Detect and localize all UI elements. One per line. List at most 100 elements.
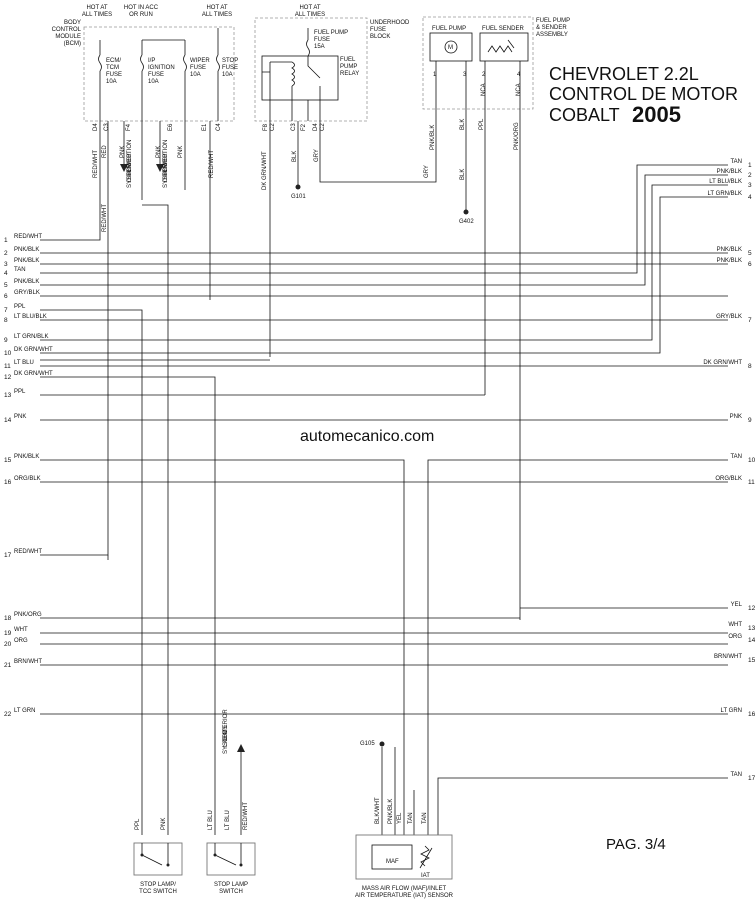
fuse-label-3-0: STOP <box>222 58 238 64</box>
bcm-label-0: BODY <box>64 20 81 26</box>
left-wire-label-7: PPL <box>14 304 26 310</box>
right-wire-label-6: PNK/BLK <box>717 258 742 264</box>
stop-tcc-wire-1: PNK <box>161 818 167 830</box>
fuse-label-3-1: FUSE <box>222 65 238 71</box>
fuse-label-0-2: FUSE <box>106 72 122 78</box>
fuel-pump-relay-label-1: PUMP <box>340 64 357 70</box>
left-pin-14: 14 <box>4 417 12 424</box>
maf-sensor-label-0: MASS AIR FLOW (MAF)/INLET <box>362 886 447 892</box>
fp-pin-2: 2 <box>482 72 486 78</box>
fp-assembly-label-2: ASSEMBLY <box>536 32 568 38</box>
fuel-pump-relay-label-2: RELAY <box>340 71 359 77</box>
fuel-pump-fuse-label-2: 15A <box>314 44 325 50</box>
right-wire-label-14: ORG <box>728 634 742 640</box>
stop-lamp-wire-2: RED/WHT <box>243 802 249 830</box>
left-wire-label-3: PNK/BLK <box>14 258 39 264</box>
left-pin-16: 16 <box>4 479 12 486</box>
iat-label: IAT <box>421 873 430 879</box>
bcm-label-1: CONTROL <box>52 27 82 33</box>
left-pin-10: 10 <box>4 350 12 357</box>
left-pin-1: 1 <box>4 237 8 244</box>
right-wire-label-13: WHT <box>728 622 742 628</box>
wire-blk-2: BLK <box>460 119 466 130</box>
underhood-fuse-block-label-0: UNDERHOOD <box>370 20 410 26</box>
fuse-label-1-2: FUSE <box>148 72 164 78</box>
wire-blk-h: BLK <box>460 169 466 180</box>
maf-element-box <box>371 844 413 870</box>
wire-gry: GRY <box>314 149 320 162</box>
fuel-pump-relay-box <box>261 55 339 101</box>
fuse-label-2-2: 10A <box>190 72 201 78</box>
left-wire-label-18: PNK/ORG <box>14 612 42 618</box>
pds-1-0: POWER <box>127 153 133 176</box>
right-wire-label-16: LT GRN <box>721 708 742 714</box>
bcm-pin-4: E1 <box>202 123 208 131</box>
g101-ground-dot <box>295 184 301 190</box>
bcm-pin-2: F4 <box>126 123 132 131</box>
fuse-ecm-symbol <box>98 54 102 72</box>
fuse-label-2-1: FUSE <box>190 65 206 71</box>
right-wire-label-17: TAN <box>730 772 742 778</box>
right-wire-label-10: TAN <box>730 454 742 460</box>
bcm-pin-5: C4 <box>216 123 222 131</box>
left-wire-label-12: DK GRN/WHT <box>14 371 53 377</box>
hot-all-times-3-0: HOT AT <box>299 5 320 11</box>
right-top-wire-label-1: TAN <box>730 159 742 165</box>
left-wire-label-5: PNK/BLK <box>14 279 39 285</box>
fp-pin-1: 3 <box>463 72 467 78</box>
iat-thermistor <box>419 845 433 869</box>
left-pin-5: 5 <box>4 282 8 289</box>
maf-wire-4: TAN <box>422 812 428 824</box>
fuel-sender-box <box>479 32 529 62</box>
left-wire-label-22: LT GRN <box>14 708 35 714</box>
right-pin-12: 12 <box>748 605 756 612</box>
stop-lamp-switch-box <box>206 842 256 876</box>
wire-gry-h: GRY <box>424 165 430 178</box>
right-wire-label-5: PNK/BLK <box>717 247 742 253</box>
stop-tcc-wire-0: PPL <box>135 818 141 830</box>
right-top-pin-2: 2 <box>748 172 752 179</box>
g402-ground-dot <box>463 209 469 215</box>
right-top-wire-label-3: LT BLU/BLK <box>709 179 742 185</box>
wire-pnk-2: PNK <box>156 146 162 158</box>
right-wire-label-15: BRN/WHT <box>714 654 742 660</box>
maf-sensor-label-1: AIR TEMPERATURE (IAT) SENSOR <box>355 893 454 899</box>
right-top-pin-3: 3 <box>748 182 752 189</box>
fp-assembly-label-0: FUEL PUMP <box>536 18 570 24</box>
nca-2: NCA <box>516 83 522 96</box>
wire-red-wht-3: RED/WHT <box>102 204 108 232</box>
right-pin-17: 17 <box>748 775 756 782</box>
fuel-pump-fuse-label-0: FUEL PUMP <box>314 30 348 36</box>
hot-all-times-3-1: ALL TIMES <box>295 12 325 18</box>
right-pin-9: 9 <box>748 417 752 424</box>
ufb-pin-1: C2 <box>270 123 276 131</box>
pds-arrow-2 <box>156 164 164 172</box>
stop-lamp-wire-1: LT BLU <box>225 810 231 830</box>
pds-arrow-1 <box>120 164 128 172</box>
fp-pin-0: 1 <box>433 72 437 78</box>
bcm-label-2: MODULE <box>55 34 81 40</box>
left-pin-9: 9 <box>4 337 8 344</box>
wire-ppl: PPL <box>479 118 485 130</box>
left-pin-13: 13 <box>4 392 12 399</box>
left-pin-21: 21 <box>4 662 12 669</box>
hot-acc-run-0: HOT IN ACC <box>124 5 159 11</box>
stop-lamp-switch-label-0: STOP LAMP <box>214 882 248 888</box>
title-year: 2005 <box>632 102 681 127</box>
right-pin-15: 15 <box>748 657 756 664</box>
left-wire-label-16: ORG/BLK <box>14 476 41 482</box>
title-line-3: COBALT <box>549 105 620 125</box>
page-label: PAG. 3/4 <box>606 836 666 853</box>
wire-red-wht-1: RED/WHT <box>93 150 99 178</box>
right-pin-16: 16 <box>748 711 756 718</box>
ufb-pin-2: C3 <box>291 123 297 131</box>
left-wire-label-13: PPL <box>14 389 26 395</box>
fuel-pump-relay-label-0: FUEL <box>340 57 356 63</box>
fuse-label-0-3: 10A <box>106 79 117 85</box>
g105-ground-dot <box>379 741 385 747</box>
fuse-label-3-2: 10A <box>222 72 233 78</box>
left-wire-label-19: WHT <box>14 627 28 633</box>
fuse-ip-symbol <box>140 54 144 72</box>
right-pin-13: 13 <box>748 625 756 632</box>
left-wire-label-2: PNK/BLK <box>14 247 39 253</box>
